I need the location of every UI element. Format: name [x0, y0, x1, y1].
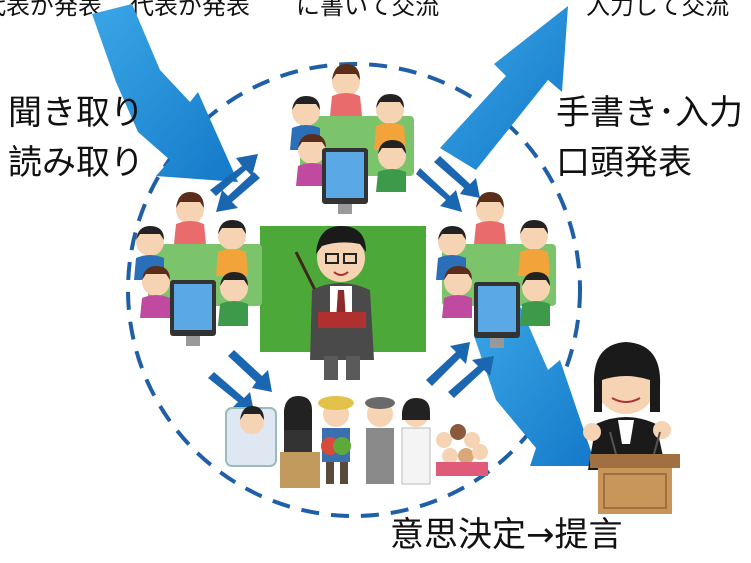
group-icon [290, 64, 414, 214]
group-icon [436, 192, 556, 348]
outgoing-arrow-up [440, 6, 568, 170]
tablet-icon [322, 148, 368, 214]
bottom-label: 意思決定→提言 [390, 515, 623, 555]
right-label-line1: 手書き･入力 [556, 93, 743, 133]
group-icon [134, 192, 262, 346]
podium-icon [590, 431, 680, 514]
exchange-arrows [208, 154, 494, 412]
top-label-1: 代表が発表 [0, 0, 102, 20]
community-icon [225, 396, 488, 488]
teacher-icon [260, 226, 426, 380]
dashed-circle [126, 62, 582, 518]
top-label-4: 入力して交流 [586, 0, 730, 20]
left-label-line1: 聞き取り [8, 93, 144, 133]
left-label-line2: 読み取り [8, 143, 144, 183]
incoming-arrow [92, 4, 238, 182]
presenter-icon [583, 342, 671, 470]
top-label-2: 代表が発表 [130, 0, 250, 20]
top-label-3: に書いて交流 [296, 0, 440, 20]
outgoing-arrow-down [474, 306, 596, 466]
right-label-line2: 口頭発表 [556, 143, 692, 183]
